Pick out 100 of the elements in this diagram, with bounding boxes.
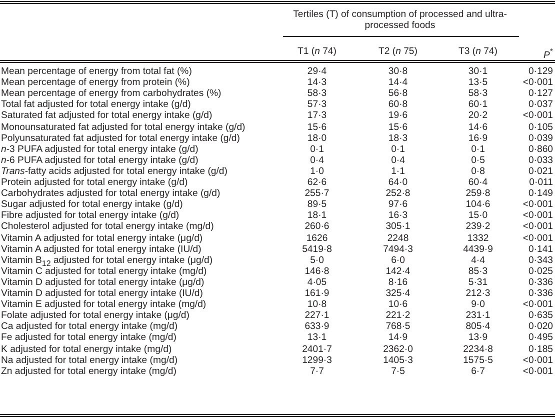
value-text: 7·5 — [391, 366, 405, 377]
row-label: Carbohydrates adjusted for total energy intake (g/d) — [1, 188, 220, 200]
value-text: 0·1 — [471, 144, 485, 155]
row-label: Vitamin E adjusted for total energy intake (mg/d) — [1, 299, 206, 310]
value-text: 58·3 — [307, 88, 327, 100]
value-text: 104·6 — [466, 199, 490, 210]
value-text: 62·6 — [307, 177, 327, 188]
value-text: 7494·3 — [383, 244, 413, 255]
value-text: 221·2 — [386, 310, 410, 322]
row-label: Ca adjusted for total energy intake (mg/d) — [1, 321, 178, 332]
value-text: 2234·8 — [463, 344, 493, 354]
row-label: n-3 PUFA adjusted for total energy intake (g/d) — [1, 144, 198, 155]
p-value: 0·011 — [529, 177, 553, 188]
value-text: 15·6 — [307, 122, 327, 132]
p-value: 0·141 — [528, 244, 553, 255]
value-text: 5·0 — [310, 254, 324, 266]
p-value: 0·037 — [528, 99, 553, 110]
value-text: 0·4 — [310, 154, 324, 166]
value-text: 14·6 — [468, 122, 488, 132]
value-text: 19·6 — [388, 110, 408, 122]
p-value: 0·343 — [528, 254, 553, 266]
row-label: K adjusted for total energy intake (mg/d) — [1, 344, 172, 354]
value-text: 0·4 — [391, 154, 405, 166]
value-text: 227·1 — [304, 310, 330, 322]
row-label: Vitamin A adjusted for total energy intake (IU/d) — [1, 244, 202, 255]
value-text: 18·1 — [307, 210, 327, 222]
value-text: 0·8 — [471, 166, 485, 177]
value-text: 1·1 — [391, 166, 405, 177]
value-text: 231·1 — [466, 310, 490, 322]
row-label: Total fat adjusted for total energy intake (g/d) — [1, 99, 191, 110]
value-text: 18·0 — [307, 132, 327, 144]
p-value: 0·185 — [528, 344, 553, 354]
row-label: Polyunsaturated fat adjusted for total energy intake (g/d) — [1, 132, 240, 144]
p-value: 0·127 — [528, 88, 553, 100]
value-text: 9·0 — [471, 299, 485, 310]
value-text: 17·3 — [307, 110, 327, 122]
value-text: 14·9 — [388, 332, 408, 344]
p-value: <0·001 — [522, 210, 553, 222]
p-value: <0·001 — [522, 199, 553, 210]
row-label: Sugar adjusted for total energy intake (g/d) — [1, 199, 183, 210]
row-label: Vitamin D adjusted for total energy intake (IU/d) — [1, 288, 203, 299]
value-text: 15·6 — [388, 122, 408, 132]
p-value: <0·001 — [522, 299, 553, 310]
value-text: 20·2 — [468, 110, 488, 122]
value-text: 14·4 — [388, 77, 408, 88]
row-label: Vitamin B$_{12}$ adjusted for total energy intake (μg/d) — [1, 254, 213, 268]
value-text: 60·1 — [468, 99, 488, 110]
p-value: 0·021 — [528, 166, 553, 177]
value-text: 60·8 — [388, 99, 408, 110]
value-text: 2248 — [387, 232, 409, 244]
row-label: Mean percentage of energy from total fat (%) — [1, 66, 192, 77]
p-value: 0·039 — [528, 132, 553, 144]
row-label: Vitamin D adjusted for total energy intake (μg/d) — [1, 276, 204, 288]
row-label: Protein adjusted for total energy intake (g/d) — [1, 177, 188, 188]
value-text: 58·3 — [468, 88, 488, 100]
value-text: 0·1 — [310, 144, 324, 155]
value-text: 10·8 — [307, 299, 327, 310]
value-text: 305·1 — [386, 221, 410, 232]
value-text: 4439·9 — [463, 244, 493, 255]
value-text: 1299·3 — [302, 354, 332, 366]
value-text: 6·0 — [391, 254, 405, 266]
row-label: Zn adjusted for total energy intake (mg/d) — [1, 366, 176, 377]
p-value: <0·001 — [522, 77, 553, 88]
value-text: 10·6 — [388, 299, 408, 310]
value-text: 8·16 — [388, 276, 408, 288]
value-text: 146·8 — [304, 266, 330, 277]
value-text: 15·0 — [468, 210, 488, 222]
value-text: 30·1 — [468, 66, 488, 77]
row-label: Vitamin A adjusted for total energy intake (μg/d) — [1, 232, 203, 244]
p-value: 0·495 — [528, 332, 553, 344]
p-value: 0·635 — [528, 310, 553, 322]
row-label: Fe adjusted for total energy intake (mg/d) — [1, 332, 176, 344]
value-text: 252·8 — [386, 188, 410, 200]
p-value: 0·860 — [528, 144, 553, 155]
column-group-header: Tertiles (T) of consumption of processed and ultra-processed foods — [292, 9, 508, 31]
value-text: 1626 — [306, 232, 328, 244]
value-text: 325·4 — [386, 288, 410, 299]
value-text: 1332 — [467, 232, 489, 244]
row-label: Monounsaturated fat adjusted for total energy intake (g/d) — [1, 122, 246, 132]
row-label: Mean percentage of energy from protein (%) — [1, 77, 190, 88]
value-text: 2401·7 — [302, 344, 332, 354]
p-value: 0·025 — [528, 266, 553, 277]
value-text: 5·31 — [468, 276, 488, 288]
row-label: Mean percentage of energy from carbohydrates (%) — [1, 88, 222, 100]
value-text: 0·1 — [391, 144, 405, 155]
value-text: 14·3 — [307, 77, 327, 88]
p-value: <0·001 — [522, 232, 553, 244]
value-text: 16·9 — [468, 132, 488, 144]
value-text: 6·7 — [471, 366, 485, 377]
p-value: <0·001 — [522, 354, 553, 366]
column-header: T2 (n 75) — [378, 46, 418, 57]
row-label: Cholesterol adjusted for total energy intake (mg/d) — [1, 221, 214, 232]
value-text: 142·4 — [386, 266, 410, 277]
value-text: 56·8 — [388, 88, 408, 100]
p-value: 0·033 — [528, 154, 553, 166]
p-value: 0·105 — [528, 122, 553, 132]
p-value: 0·336 — [528, 288, 553, 299]
value-text: 1575·5 — [463, 354, 493, 366]
value-text: 239·2 — [466, 221, 490, 232]
value-text: 1405·3 — [383, 354, 413, 366]
